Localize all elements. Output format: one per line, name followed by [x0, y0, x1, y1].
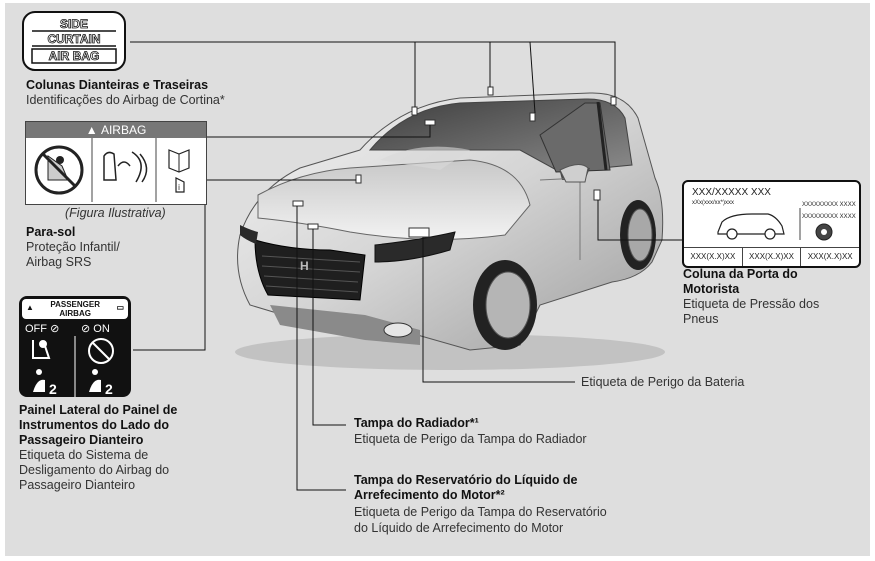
sun-visor-desc-1: Proteção Infantil/	[26, 240, 120, 254]
svg-text:2: 2	[49, 381, 57, 397]
tire-cell-2: XXX(X.X)XX	[743, 248, 802, 266]
tire-right-code-2: XXXXXXXXX XXXX	[802, 214, 856, 220]
airbag-pictograms: i	[34, 138, 190, 202]
airbag-label-caption: (Figura Ilustrativa)	[65, 206, 166, 220]
passenger-airbag-icon: ▲ ▭ PASSENGER AIRBAG OFF ⊘ ⊘ ON 2 2	[19, 296, 131, 397]
adult-passenger-off-icon: 2	[33, 369, 57, 397]
passenger-airbag-header-1: PASSENGER	[50, 300, 100, 309]
dashboard-title-2: Instrumentos do Lado do	[19, 418, 169, 432]
airbag-warning-header: ▲ AIRBAG	[26, 122, 206, 138]
tire-cell-3: XXX(X.X)XX	[807, 252, 853, 261]
coolant-desc-2: do Líquido de Arrefecimento do Motor	[354, 521, 564, 535]
radiator-desc: Etiqueta de Perigo da Tampa do Radiador	[354, 432, 587, 446]
sun-visor-desc-2: Airbag SRS	[26, 255, 92, 269]
manual-small-icon: ▭	[116, 303, 124, 312]
tire-code: XXX/XXXXX XXX	[692, 187, 771, 198]
sun-visor-title: Para-sol	[26, 225, 76, 239]
tire-subcode: xXx(xxx/xx*)xxx	[692, 200, 734, 206]
on-symbol-icon: ⊘	[81, 323, 91, 335]
passenger-airbag-header-2: AIRBAG	[59, 309, 91, 318]
read-manual-icon: i	[168, 149, 190, 193]
airbag-header-text: AIRBAG	[100, 123, 147, 137]
svg-text:2: 2	[105, 381, 113, 397]
driver-door-title-2: Motorista	[683, 282, 740, 296]
airbag-off-icon	[88, 338, 114, 364]
tire-right-code-1: XXXXXXXXX XXXX	[802, 202, 856, 208]
tire-pressure-label: XXX/XXXXX XXX xXx(xxx/xx*)xxx XXXXXXXXX …	[682, 180, 861, 268]
dashboard-title-3: Passageiro Dianteiro	[19, 433, 144, 447]
no-child-seat-icon	[34, 145, 84, 195]
warning-triangle-icon: ▲	[85, 123, 98, 137]
driver-door-desc-2: Pneus	[683, 312, 719, 326]
tire-cells: XXX(X.X)XX XXX(X.X)XX XXX(X.X)XX	[684, 247, 859, 266]
airbag-deploy-icon	[103, 151, 148, 183]
passenger-airbag-pictograms: 2 2	[32, 336, 114, 397]
side-curtain-line2: CURTAIN	[47, 32, 100, 46]
svg-text:i: i	[178, 183, 180, 192]
airbag-warning-label: ▲ AIRBAG i	[25, 121, 207, 205]
coolant-title-1: Tampa do Reservatório do Líquido de	[354, 473, 578, 487]
dashboard-desc-1: Etiqueta do Sistema de	[19, 448, 149, 462]
passenger-airbag-header: ▲ ▭ PASSENGER AIRBAG	[22, 299, 128, 319]
radiator-title: Tampa do Radiador*¹	[354, 416, 479, 430]
side-curtain-line3: AIR BAG	[49, 49, 100, 63]
driver-door-title-1: Coluna da Porta do	[683, 267, 798, 281]
pillars-desc: Identificações do Airbag de Cortina*	[26, 93, 225, 107]
adult-passenger-on-icon: 2	[89, 369, 113, 397]
pillars-title: Colunas Dianteiras e Traseiras	[26, 78, 209, 92]
driver-door-desc-1: Etiqueta de Pressão dos	[683, 297, 820, 311]
off-text: OFF	[25, 323, 47, 335]
dashboard-desc-2: Desligamento do Airbag do	[19, 463, 170, 477]
car-side-icon	[717, 213, 785, 235]
coolant-desc-1: Etiqueta de Perigo da Tampa do Reservató…	[354, 505, 607, 519]
tire-cell-1: XXX(X.X)XX	[684, 248, 743, 266]
off-indicator: OFF ⊘	[25, 322, 59, 335]
off-symbol-icon: ⊘	[50, 323, 60, 335]
on-indicator: ⊘ ON	[81, 322, 110, 335]
dashboard-desc-3: Passageiro Dianteiro	[19, 478, 136, 492]
battery-label: Etiqueta de Perigo da Bateria	[581, 375, 745, 389]
tire-label-pictograms	[717, 208, 833, 241]
side-curtain-airbag-icon: SIDE CURTAIN AIR BAG	[22, 11, 126, 71]
dashboard-title-1: Painel Lateral do Painel de	[19, 403, 178, 417]
on-text: ON	[93, 323, 110, 335]
coolant-title-2: Arrefecimento do Motor*²	[354, 488, 505, 502]
side-curtain-line1: SIDE	[60, 17, 88, 31]
svg-text:H: H	[300, 259, 309, 273]
warning-triangle-small-icon: ▲	[26, 303, 34, 312]
child-seat-off-icon	[32, 340, 51, 359]
